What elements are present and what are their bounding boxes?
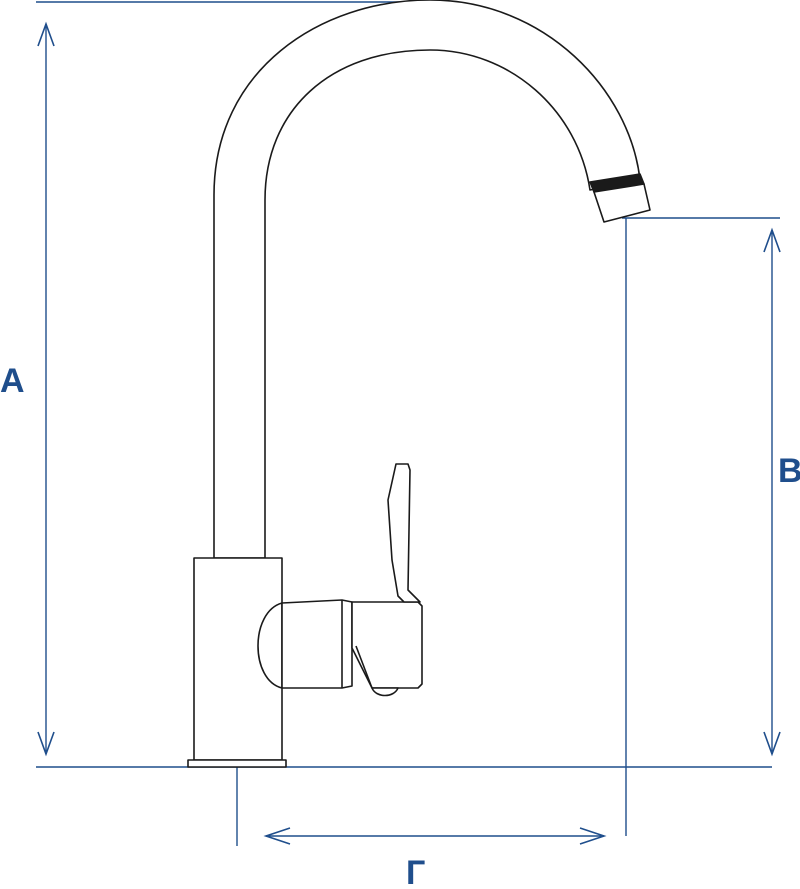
label-b: В — [778, 452, 800, 490]
dimension-g-arrow — [263, 827, 607, 845]
dimension-b-arrow — [763, 227, 781, 757]
lever-base-line — [355, 645, 373, 689]
aerator-tip — [593, 183, 651, 223]
faucet-outline — [187, 0, 651, 768]
cartridge-dome — [257, 602, 283, 689]
lever-handle — [387, 463, 421, 603]
dimension-a-arrow — [37, 21, 55, 757]
label-g: Г — [406, 854, 425, 889]
lever-base — [351, 601, 423, 689]
lever-knob — [371, 687, 399, 697]
label-a: А — [0, 362, 25, 400]
base-plate — [187, 759, 287, 768]
spout — [213, 0, 641, 559]
dimension-lines — [36, 1, 781, 846]
